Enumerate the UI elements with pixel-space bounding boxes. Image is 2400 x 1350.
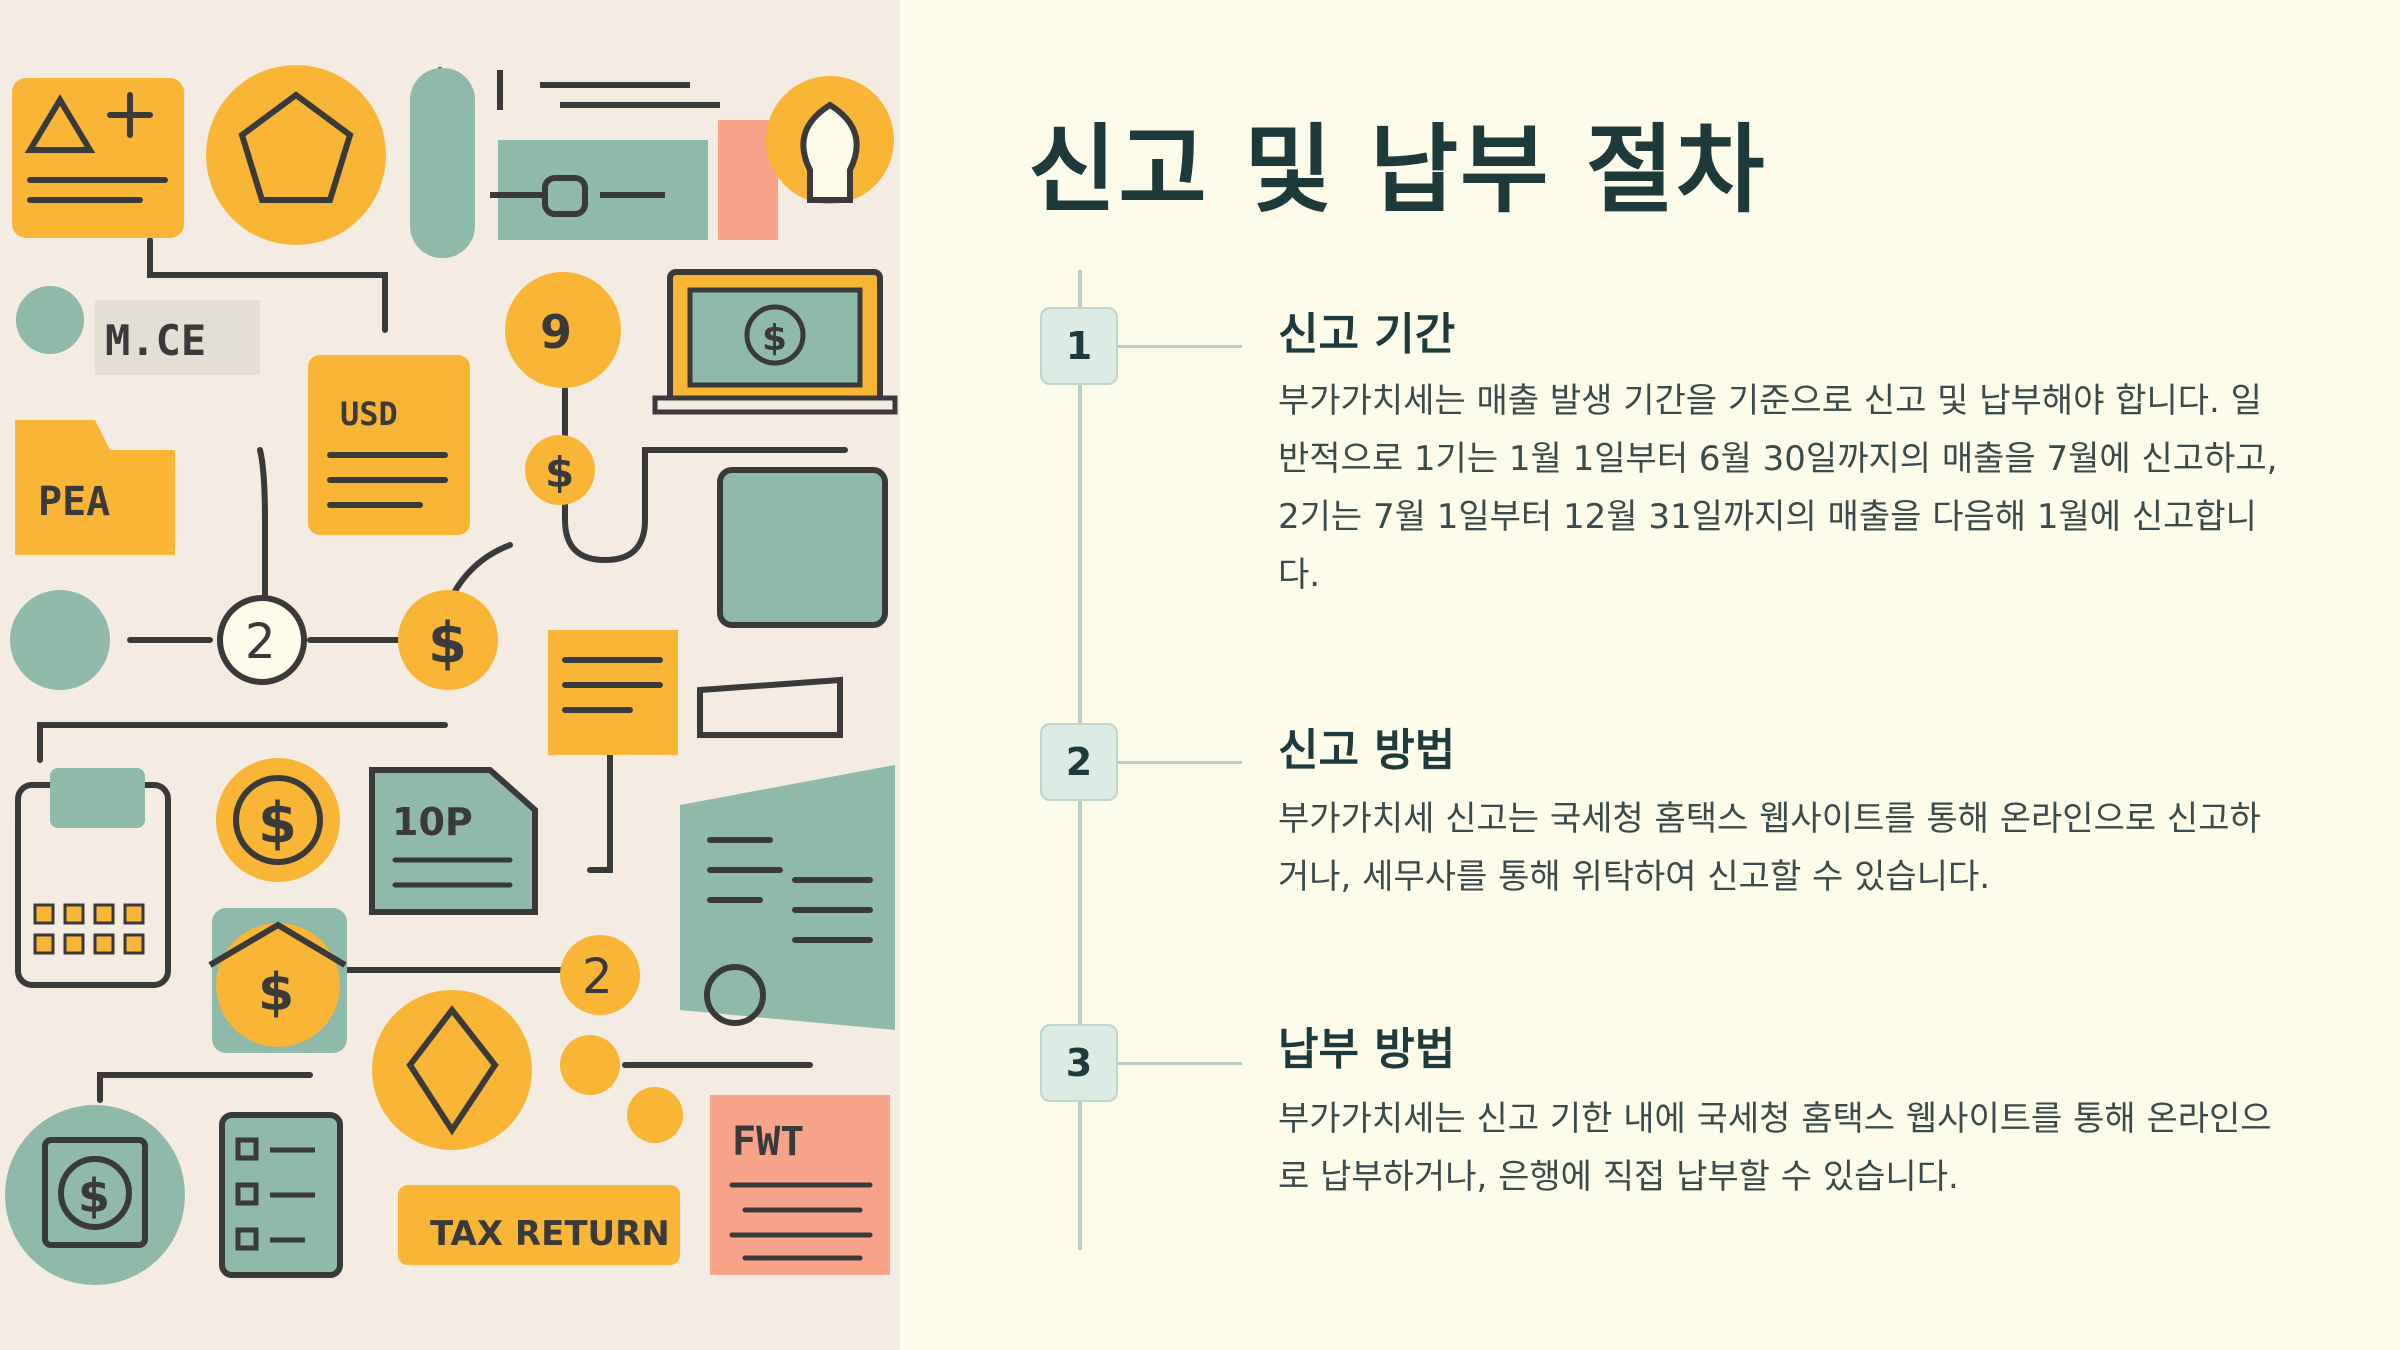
mce-label: M.CE <box>105 316 206 365</box>
pea-label: PEA <box>38 479 110 525</box>
yellow-note-icon <box>548 630 678 755</box>
step-1-connector <box>1118 345 1242 348</box>
step-3-connector <box>1118 1062 1242 1065</box>
pentagon-coin-icon <box>206 65 386 245</box>
step-2-badge: 2 <box>1040 723 1118 801</box>
step-3-badge: 3 <box>1040 1024 1118 1102</box>
usd-label: USD <box>340 395 398 433</box>
content-panel: 신고 및 납부 절차 1 신고 기간 부가가치세는 매출 발생 기간을 기준으로… <box>900 0 2400 1350</box>
nine-label: 9 <box>540 305 572 359</box>
two-label-coin: 2 <box>582 949 613 1005</box>
mce-tag <box>95 300 260 375</box>
arrow-coin-icon <box>10 590 110 690</box>
tray-icon <box>697 676 843 738</box>
dollar-coin-small-icon <box>525 435 595 505</box>
usd-bag-icon <box>308 355 470 535</box>
tax-illustration: M.CE 9 $ PEA USD $ 2 $ <box>0 0 900 1350</box>
kite-coin-icon <box>372 990 532 1150</box>
dollar-label-mid: $ <box>428 611 467 676</box>
step-1-title: 신고 기간 <box>1278 309 1456 360</box>
step-2-title: 신고 방법 <box>1278 725 1456 776</box>
illustration-canvas: M.CE 9 $ PEA USD $ 2 $ <box>5 65 898 1285</box>
house-dollar-label: $ <box>258 963 294 1023</box>
dollar-label-small: $ <box>545 448 574 497</box>
safe-coin-icon <box>5 1105 185 1285</box>
safe-dollar-label: $ <box>78 1169 110 1223</box>
document-10p-icon <box>369 767 538 915</box>
step-2-description: 부가가치세 신고는 국세청 홈택스 웹사이트를 통해 온라인으로 신고하거나, … <box>1278 799 2261 897</box>
step-1-badge: 1 <box>1040 307 1118 385</box>
step-2-connector <box>1118 761 1242 764</box>
green-pill-icon <box>410 68 475 258</box>
two-label: 2 <box>245 614 276 670</box>
number-two-coin-icon <box>560 935 640 1015</box>
top-label: 10P <box>392 800 473 844</box>
tax-return-label: TAX RETURN <box>430 1214 670 1254</box>
step-3-title: 납부 방법 <box>1278 1024 1456 1075</box>
ledger-icon <box>680 765 895 1030</box>
step-1-description: 부가가치세는 매출 발생 기간을 기준으로 신고 및 납부해야 합니다. 일반적… <box>1278 381 2278 595</box>
laptop-dollar: $ <box>762 318 787 359</box>
green-box-icon <box>717 467 888 628</box>
dollar-coin-mid-icon <box>398 590 498 690</box>
page-title: 신고 및 납부 절차 <box>1028 114 1767 226</box>
green-card-icon <box>498 140 708 240</box>
green-coin-icon <box>16 286 84 354</box>
tax-return-badge <box>398 1185 680 1265</box>
dollar-label: $ <box>258 791 297 856</box>
nine-coin-icon <box>505 272 621 388</box>
number-two-circle-icon <box>217 595 307 685</box>
fwt-label: FWT <box>732 1119 804 1165</box>
yellow-document-icon <box>12 78 184 238</box>
folder-icon <box>15 420 175 555</box>
step-3-description: 부가가치세는 신고 기한 내에 국세청 홈택스 웹사이트를 통해 온라인으로 납… <box>1278 1099 2272 1197</box>
